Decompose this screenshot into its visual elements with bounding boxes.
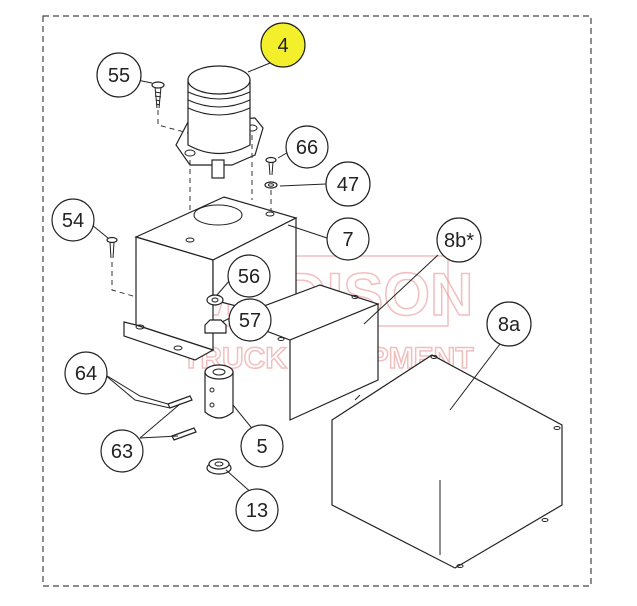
svg-text:54: 54 bbox=[62, 210, 84, 232]
svg-text:5: 5 bbox=[256, 436, 267, 458]
callout-5: 5 bbox=[240, 424, 284, 468]
svg-text:66: 66 bbox=[296, 137, 318, 159]
callout-66: 66 bbox=[285, 125, 329, 169]
callout-57: 57 bbox=[228, 298, 272, 342]
svg-text:56: 56 bbox=[238, 266, 260, 288]
cover-8a-part bbox=[331, 354, 563, 569]
nut-57 bbox=[204, 319, 227, 334]
callout-7: 7 bbox=[326, 217, 370, 261]
callout-54: 54 bbox=[51, 198, 95, 242]
callout-13: 13 bbox=[235, 488, 279, 532]
callout-47: 47 bbox=[325, 161, 371, 207]
svg-text:7: 7 bbox=[342, 229, 353, 251]
callout-4: 4 bbox=[260, 22, 306, 68]
svg-text:8b*: 8b* bbox=[444, 230, 474, 252]
coupler-5-part bbox=[204, 364, 234, 419]
grommet-13-part bbox=[206, 458, 232, 475]
svg-text:57: 57 bbox=[239, 310, 261, 332]
diagram-frame bbox=[42, 15, 592, 587]
screw-54 bbox=[106, 236, 141, 322]
callout-64: 64 bbox=[64, 351, 108, 395]
washer-56 bbox=[206, 294, 224, 306]
screw-55 bbox=[151, 81, 189, 134]
leader-lines bbox=[91, 62, 501, 496]
svg-text:55: 55 bbox=[108, 65, 130, 87]
pins-63 bbox=[167, 395, 197, 441]
svg-text:63: 63 bbox=[111, 441, 133, 463]
svg-text:13: 13 bbox=[246, 500, 268, 522]
motor-part bbox=[175, 65, 264, 179]
screw-66 bbox=[264, 156, 278, 214]
callout-56: 56 bbox=[227, 254, 271, 298]
svg-text:47: 47 bbox=[337, 174, 359, 196]
callout-8a: 8a bbox=[486, 301, 532, 347]
callout-55: 55 bbox=[96, 52, 142, 98]
svg-text:64: 64 bbox=[75, 363, 97, 385]
svg-text:8a: 8a bbox=[498, 314, 521, 336]
callout-8b: 8b* bbox=[436, 217, 482, 263]
svg-text:4: 4 bbox=[277, 35, 288, 57]
callout-63: 63 bbox=[100, 429, 144, 473]
